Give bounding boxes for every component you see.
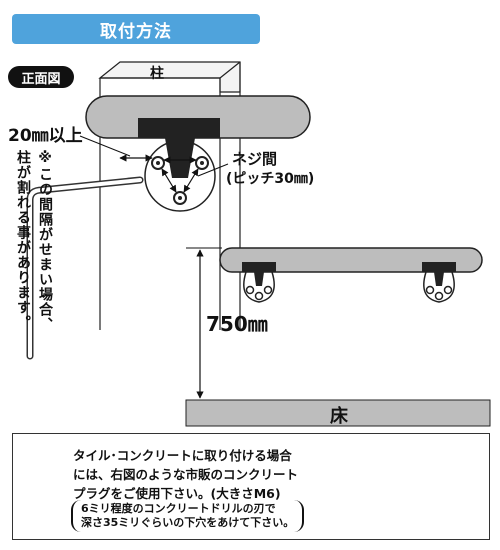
pillar [98,61,241,330]
concrete-note-text: タイル･コンクリートに取り付ける場合 には、右図のような市販のコンクリート プラ… [73,446,298,503]
concrete-note-line3: プラグをご使用下さい。(大きさM6) [73,486,281,501]
view-badge: 正面図 [8,66,74,88]
lower-bracket-right [423,271,455,303]
concrete-note-box: タイル･コンクリートに取り付ける場合 には、右図のような市販のコンクリート プラ… [12,433,490,540]
clearance-label: 20㎜以上 [8,126,83,146]
drill-note: 6ミリ程度のコンクリートドリルの刃で 深さ35ミリぐらいの下穴をあけて下さい。 [71,500,305,532]
title-bar: 取付方法 [12,14,260,44]
pillar-note-line2: 柱が割れる事があります。 [15,150,31,330]
floor [185,399,491,427]
pitch-arrow-left [161,168,177,193]
view-badge-label: 正面図 [21,71,61,87]
concrete-note-line2: には、右図のような市販のコンクリート [73,467,299,482]
pillar-note-line1: ※この間隔がせまい場合、 [37,150,53,332]
lower-rail [219,247,483,273]
bracket-detail [144,138,216,212]
pitch-leader [197,163,229,177]
concrete-note-line1: タイル･コンクリートに取り付ける場合 [73,448,292,463]
screw-pitch-label-line1: ネジ間 [232,150,278,168]
clearance-leader [79,135,131,157]
page-title: 取付方法 [100,21,172,42]
screw-pitch-label-line2: (ピッチ30㎜) [226,171,315,187]
height-label: 750㎜ [206,312,268,336]
drill-note-line2: 深さ35ミリぐらいの下穴をあけて下さい。 [81,516,295,529]
lower-rail-mount-left [242,262,276,272]
lower-rail-mount-right [422,262,456,272]
drill-note-line1: 6ミリ程度のコンクリートドリルの刃で [81,502,276,515]
lower-bracket-left [243,271,275,303]
upper-rail-mount [138,118,220,138]
pillar-label: 柱 [150,66,164,82]
floor-label: 床 [330,406,348,427]
pitch-arrow-right [183,168,199,193]
